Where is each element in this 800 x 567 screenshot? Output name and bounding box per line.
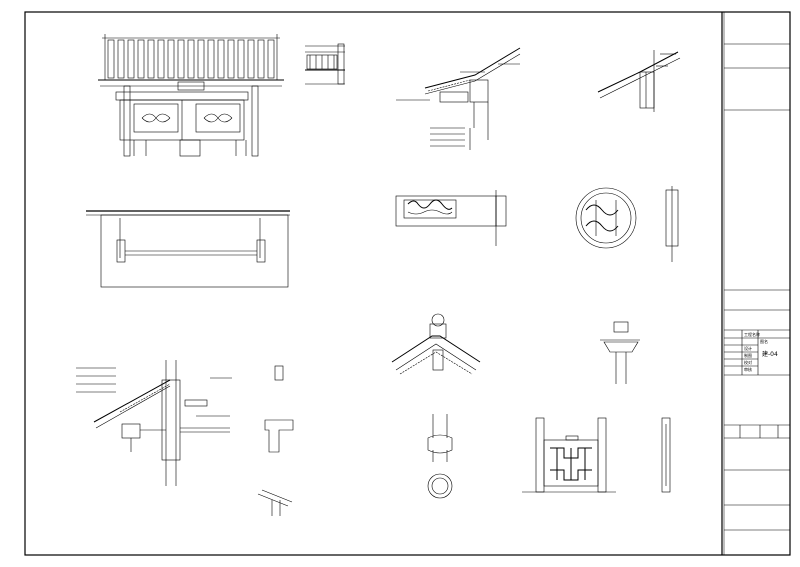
roof-tile (237, 39, 245, 79)
lattice-screen (522, 417, 671, 493)
drawing-number: 建-04 (762, 350, 778, 358)
tb-row-5: 校对 (744, 359, 752, 365)
roof-tile (247, 39, 255, 79)
roof-tile (197, 39, 205, 79)
eave-section-1 (396, 47, 521, 150)
tile-detail (305, 43, 345, 85)
sheet-border (24, 11, 791, 556)
lintel-plan (86, 210, 290, 288)
roof-tile (147, 39, 155, 79)
roof-tile (267, 39, 275, 79)
tb-row-3: 设计 (744, 345, 752, 351)
tb-row-6: 审核 (744, 366, 752, 372)
roof-tile (137, 39, 145, 79)
roof-tile (157, 39, 165, 79)
column-detail (427, 414, 453, 499)
carved-bracket (395, 190, 507, 246)
roof-tile (107, 39, 115, 79)
roof-tile (217, 39, 225, 79)
ridge-section (391, 313, 481, 375)
roof-tile (117, 39, 125, 79)
small-details (257, 365, 294, 516)
gate-roof-elevation (98, 34, 284, 157)
roof-tile (207, 39, 215, 79)
roof-tile (187, 39, 195, 79)
roof-tile (257, 39, 265, 79)
title-block-rows: 工程名称 图名 设计 制图 校对 审核 建-04 (744, 331, 778, 372)
roof-tile (227, 39, 235, 79)
wall-eave-section (76, 360, 232, 486)
column-capital (600, 321, 640, 384)
round-window (575, 186, 679, 262)
title-block: 工程名称 图名 设计 制图 校对 审核 建-04 (721, 12, 790, 555)
roof-tile (177, 39, 185, 79)
tb-row-2: 图名 (760, 338, 768, 344)
roof-tile (127, 39, 135, 79)
roof-tile (167, 39, 175, 79)
tb-row-1: 工程名称 (744, 331, 760, 337)
tb-row-4: 制图 (744, 352, 752, 358)
eave-section-2 (597, 50, 681, 112)
